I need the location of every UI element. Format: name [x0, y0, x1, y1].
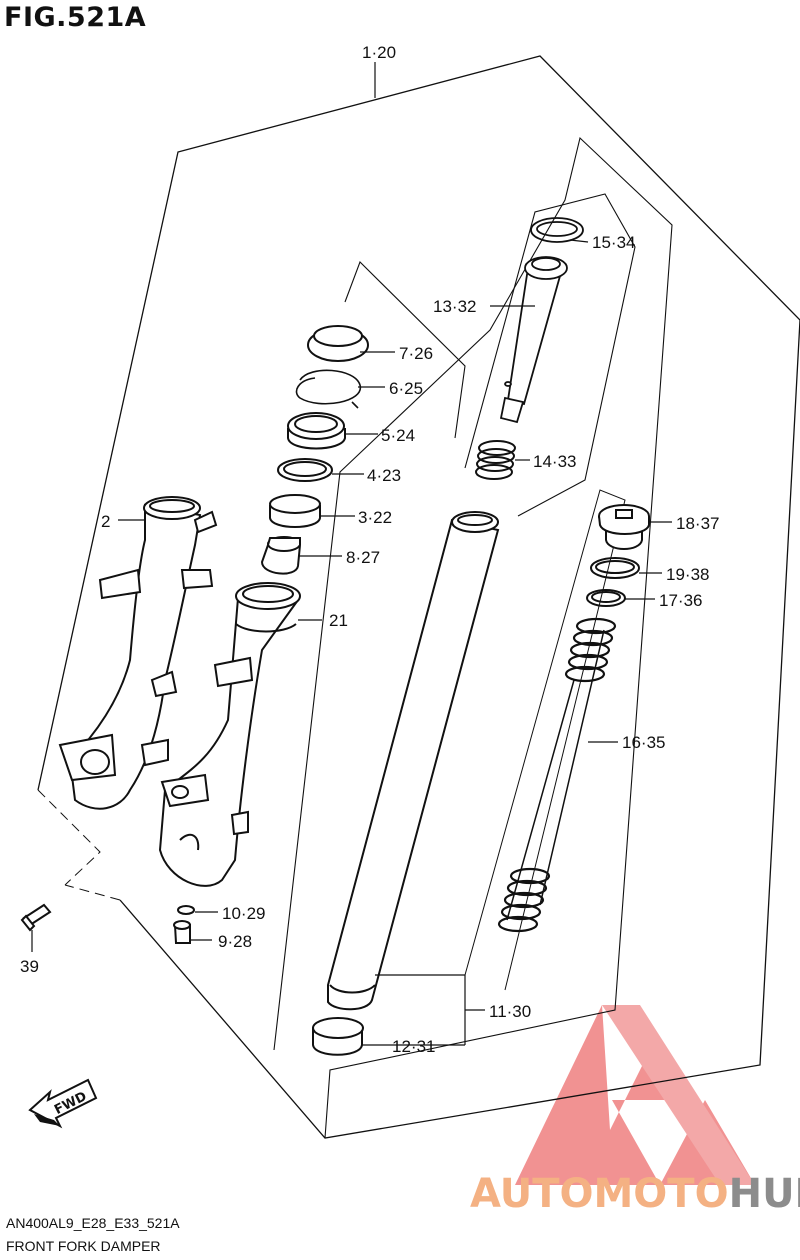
part-damper-rod-13 [499, 256, 568, 424]
part-outer-tube-21 [158, 582, 301, 887]
callout-6-25: 6·25 [389, 379, 423, 398]
frame-damper-group [464, 193, 636, 517]
callout-19-38: 19·38 [666, 565, 709, 584]
figure-name: FRONT FORK DAMPER [6, 1238, 161, 1254]
callout-15-34: 15·34 [592, 233, 635, 252]
callout-7-26: 7·26 [399, 344, 433, 363]
part-fork-spring-16 [497, 617, 617, 933]
callout-labels: 1·20 15·34 13·32 7·26 6·25 5·24 14·33 4·23 2 3·22… [20, 43, 719, 1056]
callout-11-30: 11·30 [489, 1002, 531, 1021]
callout-18-37: 18·37 [676, 514, 719, 533]
forward-direction-arrow: FWD [28, 1078, 98, 1129]
callout-5-24: 5·24 [381, 426, 415, 445]
callout-39: 39 [20, 957, 39, 976]
frame-cylinder-group [273, 136, 673, 1139]
figure-title: FIG.521A [4, 2, 147, 33]
part-gasket-10 [177, 905, 195, 915]
part-bolt-9 [173, 920, 191, 944]
part-dust-seal-7 [307, 325, 369, 362]
part-o-ring-19 [590, 557, 640, 579]
callout-2: 2 [101, 512, 110, 531]
part-oil-seal-5 [287, 412, 346, 450]
callout-12-31: 12·31 [392, 1037, 435, 1056]
callout-13-32: 13·32 [433, 297, 476, 316]
watermark-text: AUTOMOTOHUB [470, 1171, 800, 1217]
callout-8-27: 8·27 [346, 548, 380, 567]
watermark-logo [515, 1005, 755, 1185]
part-rebound-spring-14 [475, 440, 516, 480]
part-retainer-clip-6 [295, 369, 361, 409]
callout-1-20: 1·20 [362, 43, 396, 62]
part-bushing-3 [269, 494, 321, 528]
part-o-ring-17 [586, 589, 626, 607]
callout-17-36: 17·36 [659, 591, 702, 610]
leader-lines [31, 62, 672, 1046]
part-inner-tube-11 [327, 511, 500, 1011]
callout-9-28: 9·28 [218, 932, 252, 951]
callout-16-35: 16·35 [622, 733, 665, 752]
figure-code: AN400AL9_E28_E33_521A [6, 1215, 180, 1231]
part-outer-tube-2 [58, 496, 218, 810]
frame-dashed-line [37, 789, 121, 901]
part-washer-4 [277, 458, 333, 482]
part-guide-8 [260, 536, 301, 575]
frame-spring-group [464, 489, 626, 991]
callout-4-23: 4·23 [367, 466, 401, 485]
watermark-text-part2: HUB [729, 1171, 800, 1217]
frame-seal-group [344, 261, 466, 439]
watermark-text-part1: AUTOMOTO [470, 1171, 729, 1217]
part-cap-bolt-18 [598, 504, 650, 550]
part-screw-39 [20, 903, 52, 932]
callout-10-29: 10·29 [222, 904, 265, 923]
callout-14-33: 14·33 [533, 452, 576, 471]
part-snap-ring-15 [530, 217, 584, 243]
callout-3-22: 3·22 [358, 508, 392, 527]
callout-21: 21 [329, 611, 348, 630]
part-slide-bushing-12 [312, 1017, 364, 1056]
